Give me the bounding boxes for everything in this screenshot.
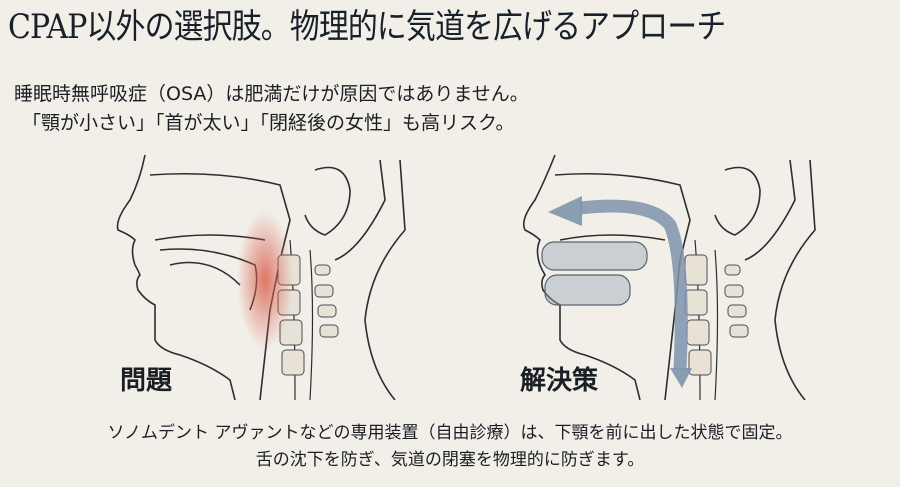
intro-text: 睡眠時無呼吸症（OSA）は肥満だけが原因ではありません。 「顎が小さい」「首が太… bbox=[14, 80, 529, 138]
caption: ソノムデント アヴァントなどの専用装置（自由診療）は、下顎を前に出した状態で固定… bbox=[0, 420, 900, 474]
caption-line-2: 舌の沈下を防ぎ、気道の閉塞を物理的に防ぎます。 bbox=[255, 450, 645, 470]
problem-illustration: 問題 bbox=[100, 140, 430, 401]
airway-obstruction-icon bbox=[116, 154, 406, 401]
problem-label: 問題 bbox=[120, 366, 173, 396]
airway-open-icon bbox=[522, 154, 816, 401]
intro-line-2: 「顎が小さい」「首が太い」「閉経後の女性」も高リスク。 bbox=[22, 112, 515, 134]
solution-illustration: 解決策 bbox=[500, 140, 830, 401]
solution-label: 解決策 bbox=[520, 366, 599, 396]
caption-line-1: ソノムデント アヴァントなどの専用装置（自由診療）は、下顎を前に出した状態で固定… bbox=[107, 423, 793, 443]
page-title: CPAP以外の選択肢。物理的に気道を広げるアプローチ bbox=[8, 7, 726, 47]
intro-line-1: 睡眠時無呼吸症（OSA）は肥満だけが原因ではありません。 bbox=[14, 83, 529, 105]
